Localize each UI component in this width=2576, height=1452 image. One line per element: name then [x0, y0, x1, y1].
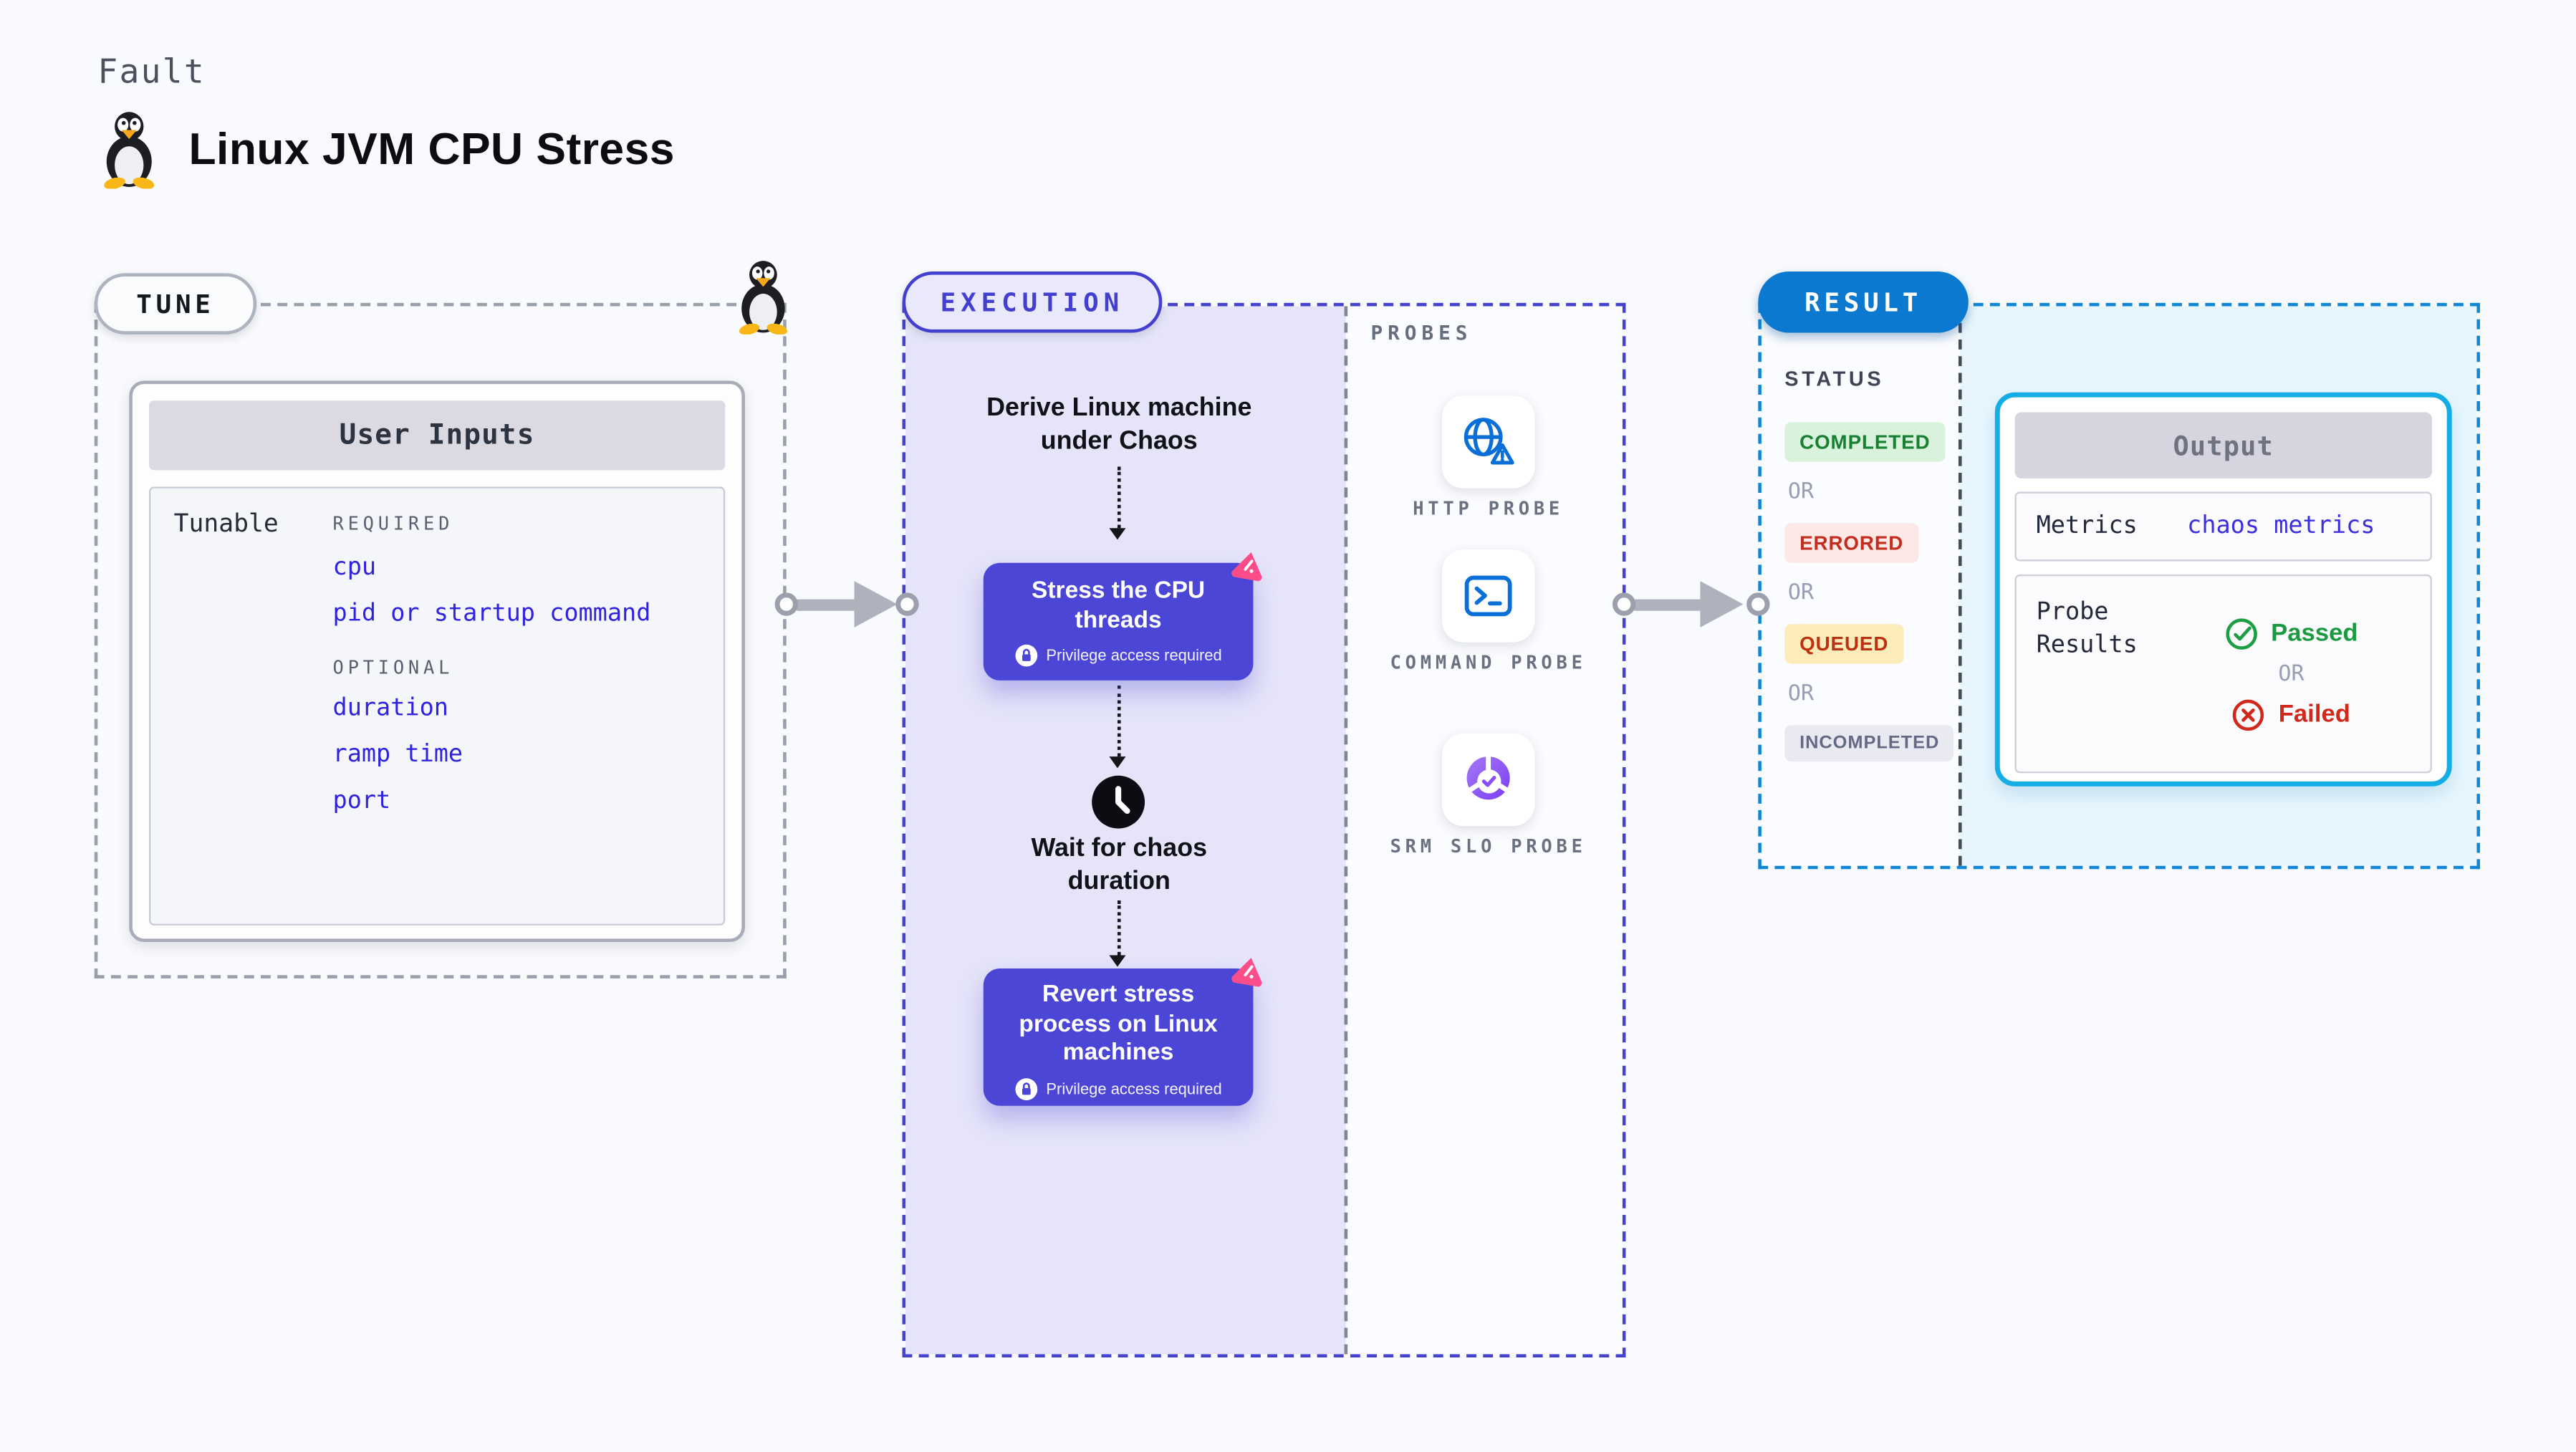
- tunable-list: REQUIRED cpu pid or startup command OPTI…: [333, 508, 651, 903]
- tune-pill: TUNE: [94, 273, 257, 335]
- flow-arrowhead-icon: [1109, 756, 1126, 769]
- srm-slo-probe-card: [1441, 733, 1535, 827]
- connector-line: [1632, 598, 1704, 610]
- command-probe-card: [1441, 549, 1535, 643]
- tunable-duration-link[interactable]: duration: [332, 695, 448, 722]
- probes-divider: [1344, 306, 1348, 1355]
- output-card: Output Metrics chaos metrics Probe Resul…: [1994, 392, 2452, 787]
- arrowhead-icon: [1700, 581, 1744, 628]
- chaos-metrics-link[interactable]: chaos metrics: [2187, 513, 2375, 540]
- slo-donut-check-icon: [1466, 755, 1510, 800]
- flow-dotted-line: [1117, 900, 1121, 956]
- or-label: OR: [1787, 581, 1815, 606]
- arrowhead-icon: [854, 581, 898, 628]
- tunable-cpu-link[interactable]: cpu: [332, 554, 377, 582]
- tux-penguin-icon: [731, 259, 794, 343]
- probe-results-row: Probe Results Passed OR Failed: [2014, 574, 2432, 774]
- probe-results-values: Passed OR Failed: [2172, 596, 2411, 751]
- title-row: Linux JVM CPU Stress: [96, 110, 675, 189]
- flow-dotted-line: [1117, 685, 1121, 757]
- privilege-badge: Privilege access required: [1000, 645, 1236, 668]
- privilege-badge-label: Privilege access required: [1046, 647, 1222, 665]
- chaos-pinwheel-icon: [1230, 953, 1267, 998]
- page-title: Linux JVM CPU Stress: [188, 123, 675, 173]
- chaos-pinwheel-icon: [1230, 548, 1267, 592]
- user-inputs-header: User Inputs: [148, 400, 726, 471]
- status-badge-completed: COMPLETED: [1784, 422, 1946, 462]
- connector-end-dot: [1746, 592, 1770, 616]
- terminal-icon: [1464, 575, 1512, 617]
- tunable-pid-link[interactable]: pid or startup command: [332, 600, 651, 628]
- status-badge-incompleted: INCOMPLETED: [1784, 725, 1955, 762]
- command-probe-label: COMMAND PROBE: [1390, 652, 1587, 674]
- flow-arrowhead-icon: [1109, 528, 1126, 540]
- http-probe-card: [1441, 395, 1535, 489]
- failed-row: Failed: [2232, 698, 2350, 731]
- result-pill: RESULT: [1758, 271, 1969, 333]
- fault-kicker: Fault: [97, 51, 206, 92]
- status-badge-errored: ERRORED: [1784, 523, 1919, 563]
- revert-stress-title: Revert stress process on Linux machines: [1019, 981, 1218, 1067]
- connector-start-dot: [774, 592, 798, 616]
- lock-icon: [1015, 645, 1038, 668]
- execution-panel: [905, 306, 1346, 1355]
- http-probe-label: HTTP PROBE: [1413, 498, 1565, 520]
- stress-cpu-node: Stress the CPU threads Privilege access …: [983, 552, 1262, 681]
- tunable-port-link[interactable]: port: [332, 788, 391, 815]
- srm-slo-probe-label: SRM SLO PROBE: [1390, 836, 1587, 858]
- tux-penguin-icon: [104, 112, 155, 189]
- failed-label: Failed: [2278, 700, 2350, 729]
- tunable-row-label: Tunable: [173, 508, 279, 539]
- probes-heading: PROBES: [1370, 321, 1473, 345]
- clock-icon: [1091, 775, 1145, 838]
- flow-dotted-line: [1117, 466, 1121, 529]
- user-inputs-card: User Inputs Tunable REQUIRED cpu pid or …: [129, 380, 745, 942]
- optional-label: OPTIONAL: [332, 657, 454, 679]
- required-label: REQUIRED: [332, 513, 454, 535]
- passed-label: Passed: [2271, 619, 2358, 648]
- output-header: Output: [2014, 412, 2432, 479]
- status-column: STATUS COMPLETED OR ERRORED OR QUEUED OR…: [1784, 367, 1955, 762]
- metrics-row: Metrics chaos metrics: [2014, 491, 2432, 562]
- revert-stress-node: Revert stress process on Linux machines …: [983, 958, 1262, 1106]
- metrics-label: Metrics: [2036, 513, 2138, 540]
- or-label: OR: [1787, 682, 1815, 707]
- privilege-badge-label: Privilege access required: [1046, 1080, 1222, 1099]
- connector-end-dot: [895, 592, 919, 616]
- passed-row: Passed: [2224, 617, 2358, 650]
- execution-section-box: [902, 302, 1626, 1358]
- flow-arrowhead-icon: [1109, 955, 1126, 967]
- user-inputs-body: Tunable REQUIRED cpu pid or startup comm…: [148, 486, 726, 925]
- status-badge-queued: QUEUED: [1784, 624, 1904, 664]
- result-divider: [1958, 306, 1962, 866]
- derive-step-text: Derive Linux machine under Chaos: [986, 394, 1252, 456]
- connector-line: [794, 598, 858, 610]
- or-label: OR: [2278, 661, 2305, 686]
- lock-icon: [1015, 1078, 1038, 1101]
- or-label: OR: [1787, 480, 1815, 505]
- wait-step-text: Wait for chaos duration: [1031, 834, 1208, 896]
- status-heading: STATUS: [1784, 367, 1885, 391]
- privilege-badge: Privilege access required: [1000, 1078, 1236, 1101]
- execution-pill: EXECUTION: [902, 271, 1163, 333]
- status-panel: [1761, 306, 1961, 866]
- globe-alert-icon: [1464, 418, 1514, 465]
- connector-start-dot: [1612, 592, 1636, 616]
- tune-section-box: [94, 302, 787, 979]
- check-circle-icon: [2225, 617, 2257, 649]
- probe-results-label: Probe Results: [2036, 599, 2138, 660]
- x-circle-icon: [2233, 698, 2264, 730]
- stress-cpu-title: Stress the CPU threads: [1032, 577, 1206, 634]
- tunable-ramp-time-link[interactable]: ramp time: [332, 741, 463, 769]
